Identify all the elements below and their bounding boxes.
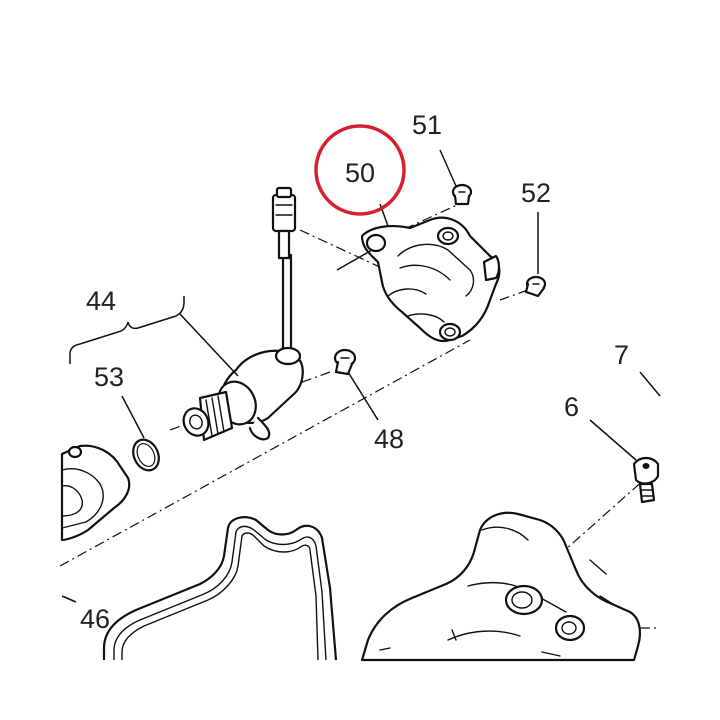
part-50-bracket[interactable] <box>360 216 501 343</box>
part-44-actuator[interactable] <box>179 186 304 442</box>
callout-51[interactable]: 51 <box>412 110 442 140</box>
callout-7[interactable]: 7 <box>614 340 629 370</box>
part-51-bolt[interactable] <box>451 183 473 206</box>
callout-6[interactable]: 6 <box>564 392 579 422</box>
leader-lines <box>61 149 661 603</box>
callout-44[interactable]: 44 <box>86 286 116 316</box>
bracket-44 <box>69 296 185 364</box>
callout-50[interactable]: 50 <box>345 158 375 188</box>
part-48-screw[interactable] <box>333 348 357 376</box>
callout-46[interactable]: 46 <box>80 604 110 634</box>
part-52-bolt[interactable] <box>524 275 547 298</box>
gasket <box>102 516 338 661</box>
left-housing <box>60 444 131 542</box>
highlight-circle-50 <box>314 124 406 216</box>
callout-48[interactable]: 48 <box>374 424 404 454</box>
engine-case <box>360 511 641 662</box>
callout-53[interactable]: 53 <box>94 362 124 392</box>
callout-labels: 50 51 52 44 53 48 46 7 6 <box>80 110 629 634</box>
part-53-o-ring[interactable] <box>128 435 163 474</box>
part-6-fitting[interactable] <box>632 456 660 504</box>
callout-52[interactable]: 52 <box>521 178 551 208</box>
